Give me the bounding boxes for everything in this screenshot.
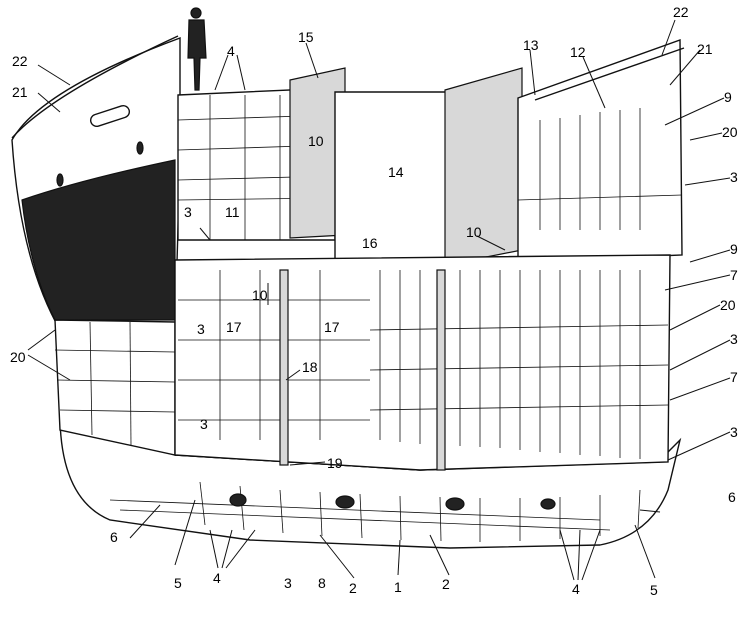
- pillar-right: [436, 269, 446, 471]
- callout-20-lower-right: 20: [720, 297, 736, 313]
- callout-9-upper: 9: [724, 89, 732, 105]
- callout-8: 8: [318, 575, 326, 591]
- port-hull-dark-band: [21, 159, 176, 321]
- double-bottom-floors: [199, 481, 641, 542]
- port-bulwark-rail: [11, 35, 179, 139]
- lightening-holes: [229, 493, 556, 511]
- callout-11: 11: [225, 204, 240, 220]
- port-portlight: [89, 104, 131, 128]
- callout-18: 18: [302, 359, 318, 375]
- hold-side-frames: [369, 270, 669, 459]
- callout-3-upper-right: 3: [730, 169, 738, 185]
- cargo-hold: [174, 254, 671, 471]
- hull-bottom-shell: [59, 419, 682, 549]
- callout-3-bottom-left: 3: [284, 575, 292, 591]
- callout-10-upper-left: 10: [308, 133, 324, 149]
- callout-17-right: 17: [324, 319, 340, 335]
- starboard-frames-upper: [517, 108, 683, 230]
- callout-22-right: 22: [673, 4, 689, 20]
- callout-21-right: 21: [697, 41, 713, 57]
- callout-10-right: 10: [466, 224, 482, 240]
- callout-7-lower: 7: [730, 369, 738, 385]
- callout-6-right: 6: [728, 489, 736, 505]
- pillar-left: [279, 269, 289, 466]
- callout-2-left: 2: [349, 580, 357, 596]
- callout-4-bottom-left: 4: [213, 570, 221, 586]
- callout-3-left-upper: 3: [184, 204, 192, 220]
- callout-4-bottom-right: 4: [572, 581, 580, 597]
- callout-15: 15: [298, 29, 314, 45]
- callout-1: 1: [394, 579, 402, 595]
- callout-10-mid: 10: [252, 287, 268, 303]
- callout-22-left: 22: [12, 53, 28, 69]
- callout-5-left: 5: [174, 575, 182, 591]
- callout-9-lower: 9: [730, 241, 738, 257]
- starboard-bulwark-rail: [534, 47, 685, 101]
- callout-20-upper-right: 20: [722, 124, 738, 140]
- callout-13: 13: [523, 37, 539, 53]
- callout-20-left: 20: [10, 349, 26, 365]
- callout-3-left-lower: 3: [200, 416, 208, 432]
- leader-lines: [27, 19, 731, 581]
- callout-4-top: 4: [227, 43, 235, 59]
- callout-3-mid-right: 3: [730, 331, 738, 347]
- callout-2-right: 2: [442, 576, 450, 592]
- standing-figure: [187, 7, 207, 91]
- bulkhead-plating: [178, 270, 370, 440]
- callout-12: 12: [570, 44, 586, 60]
- callout-14: 14: [388, 164, 404, 180]
- callout-7-upper: 7: [730, 267, 738, 283]
- callout-3-left-mid: 3: [197, 321, 205, 337]
- callout-3-lower-right: 3: [730, 424, 738, 440]
- callout-16: 16: [362, 235, 378, 251]
- callout-17-left: 17: [226, 319, 242, 335]
- callout-21-left: 21: [12, 84, 28, 100]
- callout-19: 19: [327, 455, 343, 471]
- hatchway: [334, 91, 451, 271]
- callout-6-left: 6: [110, 529, 118, 545]
- callout-5-right: 5: [650, 582, 658, 598]
- port-hull-plating: [54, 321, 176, 446]
- hatch-coaming-right: [444, 67, 523, 266]
